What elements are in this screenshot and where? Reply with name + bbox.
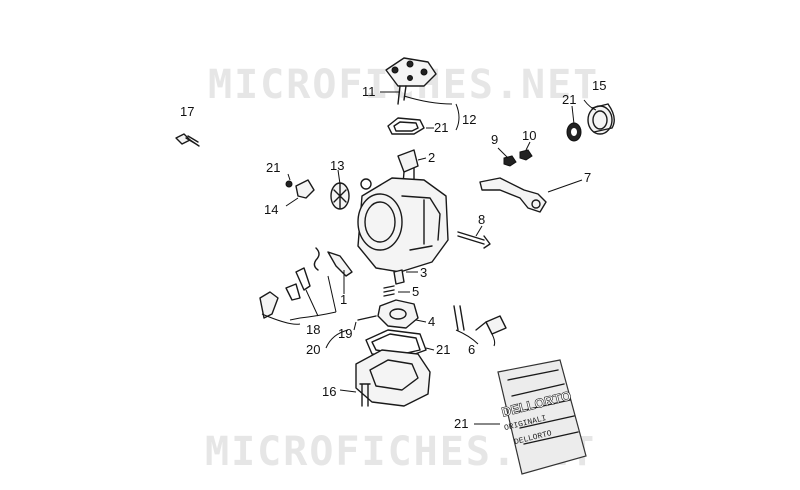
label-8: 8 [478,212,485,227]
label-11: 11 [362,84,376,99]
carburetor-body [357,177,449,273]
part-9-nut [503,155,517,167]
label-7: 7 [584,170,591,185]
label-1: 1 [340,292,347,307]
part-6-screws [453,305,507,335]
label-19: 19 [338,326,352,341]
part-14-choke [285,179,315,199]
part-21-ring-right [566,122,582,142]
float-bowl [355,349,431,407]
part-16-screw [359,383,371,407]
gasket-bag: DELLORTO ORIGINALI DELLORTO [497,359,587,475]
part-11-top-cover [385,57,437,105]
label-18: 18 [306,322,320,337]
leader-lines [261,91,597,425]
label-20: 20 [306,342,320,357]
part-1-lever [313,247,353,277]
label-21-left: 21 [266,160,280,175]
part-15-sleeve [587,103,615,135]
part-labels: 11 12 21 17 15 21 9 10 2 7 8 21 13 14 3 … [180,78,606,431]
label-5: 5 [412,284,419,299]
part-7-lever [479,177,547,213]
part-13-disc [330,182,350,210]
label-21-bowl: 21 [436,342,450,357]
part-8-screw [457,231,491,249]
part-19-needle [357,315,377,321]
label-21-top: 21 [434,120,448,135]
label-12: 12 [462,112,476,127]
label-16: 16 [322,384,336,399]
part-10-nut [519,149,533,161]
part-18-screws [259,267,311,319]
label-21-right: 21 [562,92,576,107]
label-15: 15 [592,78,606,93]
label-6: 6 [468,342,475,357]
label-2: 2 [428,150,435,165]
label-21-bag: 21 [454,416,468,431]
part-3-jet [393,269,405,285]
part-5-jet [383,285,395,297]
label-14: 14 [264,202,278,217]
label-17: 17 [180,104,194,119]
part-21-bowl-gasket [365,329,427,359]
label-3: 3 [420,265,427,280]
label-9: 9 [491,132,498,147]
label-10: 10 [522,128,536,143]
label-4: 4 [428,314,435,329]
part-4-float [377,299,419,329]
part-21-gasket-top [387,117,425,135]
part-17-screw [175,133,200,147]
label-13: 13 [330,158,344,173]
